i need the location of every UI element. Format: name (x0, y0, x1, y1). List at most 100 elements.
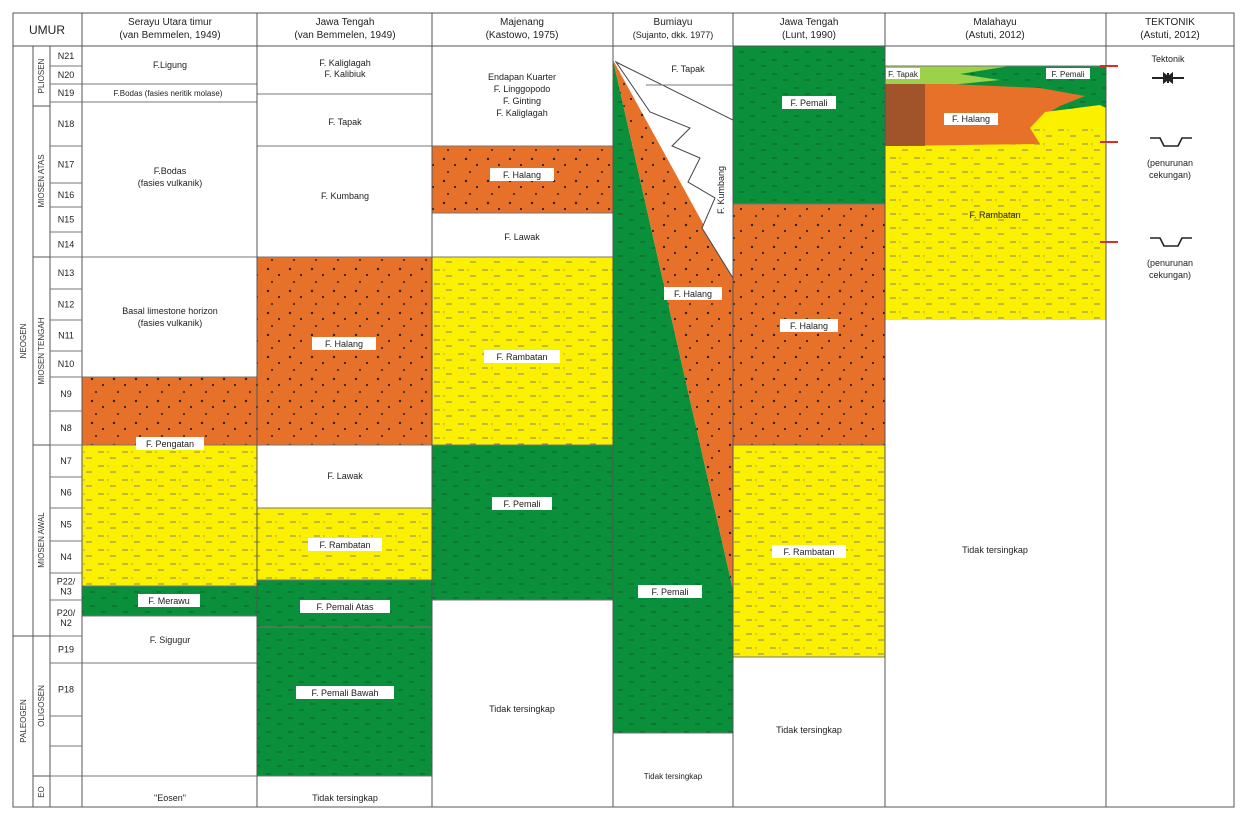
tektonik-subsidence-2a: (penurunan (1147, 258, 1193, 268)
serayu-basal-label-a: Basal limestone horizon (122, 306, 218, 316)
serayu-pengatan-label: F. Pengatan (146, 439, 194, 449)
serayu-merawu-label: F. Merawu (148, 596, 190, 606)
malahayu-pemali-box (1046, 68, 1090, 79)
header-col-6-sub: (Astuti, 2012) (965, 30, 1024, 41)
malahayu-tapak-box (886, 68, 920, 79)
zone-label: N18 (58, 119, 75, 129)
lunt-pemali-box (782, 96, 836, 109)
zone-label: P19 (58, 645, 74, 655)
zone-label: N5 (60, 520, 72, 530)
epoch-miosen-tengah: MIOSEN TENGAH (37, 317, 46, 384)
zone-label: N11 (58, 331, 74, 341)
bumiayu-halang-label: F. Halang (674, 289, 712, 299)
header-col-7-sub: (Astuti, 2012) (1140, 30, 1199, 41)
majenang-tidak-label: Tidak tersingkap (489, 704, 555, 714)
jateng-vb-pemali-bawah-label: F. Pemali Bawah (311, 688, 378, 698)
epoch-miosen-atas: MIOSEN ATAS (37, 154, 46, 207)
tektonik-subsidence-2b: cekungan) (1149, 270, 1191, 280)
majenang-pemali-box (492, 497, 552, 510)
jateng-vb-halang-label: F. Halang (325, 339, 363, 349)
zone-label: N12 (58, 300, 75, 310)
zone-label: N20 (58, 70, 75, 80)
column-tektonik (1100, 65, 1192, 247)
serayu-ligung-label: F.Ligung (153, 60, 187, 70)
malahayu-halang-box (944, 113, 998, 125)
zone-label: N3 (60, 587, 72, 597)
malahayu-brown-zone (885, 84, 925, 146)
header-col-3-sub: (Kastowo, 1975) (486, 30, 559, 41)
zone-label: N6 (60, 488, 72, 498)
jateng-vb-tidak-label: Tidak tersingkap (312, 793, 378, 803)
tektonik-label: Tektonik (1151, 54, 1185, 64)
zone-label: N15 (58, 215, 75, 225)
header-col-4-title: Bumiayu (654, 17, 693, 28)
epoch-pliosen: PLIOSEN (37, 58, 46, 93)
malahayu-pemali-label: F. Pemali (1052, 70, 1085, 79)
serayu-basal-label-b: (fasies vulkanik) (138, 318, 203, 328)
lunt-halang-box (780, 319, 838, 332)
subsidence-symbol-icon-1 (1150, 137, 1192, 147)
jateng-vb-lawak-label: F. Lawak (327, 471, 363, 481)
epoch-paleogen: PALEOGEN (19, 699, 28, 743)
bumiayu-pemali-label: F. Pemali (651, 587, 688, 597)
header-col-4-sub: (Sujanto, dkk. 1977) (633, 30, 714, 40)
zone-label: N14 (58, 240, 75, 250)
serayu-merawu-box (138, 594, 200, 607)
zone-label: P22/ (57, 577, 76, 587)
zone-label: N13 (58, 268, 75, 278)
zone-label: N10 (58, 359, 75, 369)
serayu-sigugur-label: F. Sigugur (150, 635, 191, 645)
compression-arrows-icon (1152, 71, 1184, 85)
majenang-l3-label: F. Ginting (503, 96, 541, 106)
tektonik-subsidence-1a: (penurunan (1147, 158, 1193, 168)
zone-label: N17 (58, 160, 75, 170)
malahayu-tapak-label: F. Tapak (888, 70, 919, 79)
zone-label: N9 (60, 389, 72, 399)
majenang-l4-label: F. Kaliglagah (496, 108, 548, 118)
epoch-eo: EO (37, 786, 46, 798)
malahayu-halang-label: F. Halang (952, 114, 990, 124)
serayu-bodas2-label-a: F.Bodas (154, 166, 187, 176)
majenang-lawak-label: F. Lawak (504, 232, 540, 242)
header-col-5-sub: (Lunt, 1990) (782, 30, 836, 41)
zone-label: N21 (58, 51, 75, 61)
jateng-vb-kaliglagah-label: F. Kaliglagah (319, 58, 371, 68)
zone-label: N19 (58, 88, 75, 98)
majenang-halang-label: F. Halang (503, 170, 541, 180)
lunt-rambatan-box (772, 545, 846, 558)
majenang-l1-label: Endapan Kuarter (488, 72, 556, 82)
majenang-halang-box (490, 168, 554, 181)
column-serayu (82, 83, 257, 777)
header-col-6-title: Malahayu (973, 17, 1016, 28)
epoch-miosen-awal: MIOSEN AWAL (37, 512, 46, 568)
tektonik-subsidence-1b: cekungan) (1149, 170, 1191, 180)
header-col-3-title: Majenang (500, 17, 544, 28)
header-col-7-title: TEKTONIK (1145, 17, 1195, 28)
bumiayu-tidak-label: Tidak tersingkap (644, 772, 703, 781)
epoch-oligosen: OLIGOSEN (37, 685, 46, 727)
malahayu-rambatan-label: F. Rambatan (969, 210, 1020, 220)
jateng-vb-rambatan-label: F. Rambatan (319, 540, 370, 550)
serayu-eosen-label: "Eosen" (154, 793, 186, 803)
column-malahayu (885, 65, 1106, 320)
jateng-vb-tapak-label: F. Tapak (328, 117, 362, 127)
header-col-1-sub: (van Bemmelen, 1949) (119, 30, 220, 41)
lunt-rambatan-label: F. Rambatan (783, 547, 834, 557)
bumiayu-kumbang-label: F. Kumbang (716, 166, 726, 214)
lunt-pemali-label: F. Pemali (790, 98, 827, 108)
jateng-vb-kumbang-label: F. Kumbang (321, 191, 369, 201)
majenang-pemali-label: F. Pemali (503, 499, 540, 509)
bumiayu-pemali-box (638, 585, 702, 598)
zone-label: N16 (58, 190, 75, 200)
jateng-vb-rambatan-box (308, 538, 382, 551)
jateng-vb-halang-box (312, 337, 376, 350)
zone-label: P20/ (57, 608, 76, 618)
jateng-vb-kalibiuk-label: F. Kalibiuk (324, 69, 366, 79)
zone-label: N4 (60, 552, 72, 562)
zone-label: P18 (58, 685, 74, 695)
serayu-bodas1-label: F.Bodas (fasies neritik molase) (114, 89, 223, 98)
header-col-2-title: Jawa Tengah (316, 17, 375, 28)
bumiayu-tapak-label: F. Tapak (671, 64, 705, 74)
header-umur: UMUR (29, 23, 65, 37)
